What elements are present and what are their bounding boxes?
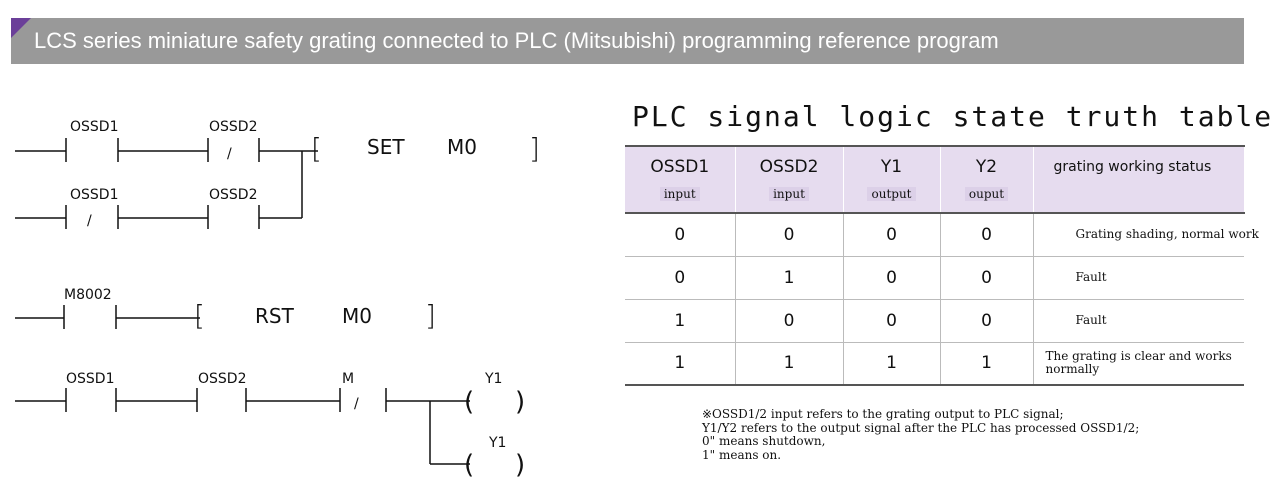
nc-contact-slash: / bbox=[354, 396, 359, 412]
footnote-line: 1" means on. bbox=[702, 447, 782, 462]
header-y2: Y2 ouput bbox=[940, 145, 1034, 214]
footnote: ※OSSD1/2 input refers to the grating out… bbox=[702, 407, 1262, 462]
contact-label-ossd1: OSSD1 bbox=[70, 119, 118, 135]
contact-label-m8002: M8002 bbox=[64, 287, 112, 303]
coil-open: ( bbox=[464, 450, 474, 480]
cell-ossd2: 0 bbox=[735, 299, 844, 343]
cell-status: The grating is clear and works normally bbox=[1033, 342, 1244, 386]
coil-label-y1: Y1 bbox=[484, 371, 502, 387]
coil-open: ( bbox=[464, 387, 474, 417]
contact-label-ossd2-branch: OSSD2 bbox=[209, 187, 257, 203]
table-row: 1 0 0 0 Fault bbox=[625, 299, 1244, 343]
footnote-line: 0" means shutdown, bbox=[702, 434, 826, 448]
header-status: grating working status bbox=[1033, 145, 1245, 214]
cell-ossd2: 1 bbox=[735, 256, 844, 300]
cell-ossd2: 0 bbox=[735, 213, 844, 257]
contact-label-ossd1-r3: OSSD1 bbox=[66, 371, 114, 387]
coil-close: ) bbox=[515, 387, 525, 417]
instruction-bracket-close: ] bbox=[425, 299, 436, 332]
cell-y1: 0 bbox=[843, 256, 941, 300]
contact-label-ossd1-branch: OSSD1 bbox=[70, 187, 118, 203]
truth-table-title: PLC signal logic state truth table bbox=[632, 100, 1274, 133]
cell-y2: 0 bbox=[940, 299, 1034, 343]
instruction-bracket-open: [ bbox=[311, 132, 322, 165]
table-row: 0 1 0 0 Fault bbox=[625, 256, 1244, 300]
truth-table: OSSD1 input OSSD2 input Y1 output Y2 oup… bbox=[625, 145, 1259, 386]
contact-label-m: M bbox=[342, 371, 354, 387]
cell-y1: 0 bbox=[843, 213, 941, 257]
title-corner-accent bbox=[11, 18, 31, 38]
instruction-bracket-open: [ bbox=[194, 299, 205, 332]
cell-ossd1: 1 bbox=[625, 299, 736, 343]
cell-ossd2: 1 bbox=[735, 342, 844, 386]
title-bar: LCS series miniature safety grating conn… bbox=[11, 18, 1244, 64]
header-ossd2: OSSD2 input bbox=[735, 145, 844, 214]
contact-label-ossd2: OSSD2 bbox=[209, 119, 257, 135]
page-title: LCS series miniature safety grating conn… bbox=[34, 28, 999, 53]
truth-table-header-row: OSSD1 input OSSD2 input Y1 output Y2 oup… bbox=[625, 145, 1245, 214]
header-y1: Y1 output bbox=[843, 145, 941, 214]
cell-status: Fault bbox=[1033, 299, 1244, 343]
contact-label-ossd2-r3: OSSD2 bbox=[198, 371, 246, 387]
footnote-line: ※OSSD1/2 input refers to the grating out… bbox=[702, 407, 1064, 421]
cell-ossd1: 1 bbox=[625, 342, 736, 386]
cell-ossd1: 0 bbox=[625, 256, 736, 300]
cell-y2: 0 bbox=[940, 213, 1034, 257]
ladder-diagram: OSSD1 OSSD2 / [ SET M0 ] OSSD1 / OSSD2 M… bbox=[15, 119, 540, 480]
coil-label-y1-second: Y1 bbox=[488, 435, 506, 451]
instruction-bracket-close: ] bbox=[529, 132, 540, 165]
cell-status: Grating shading, normal work bbox=[1033, 213, 1259, 257]
nc-contact-slash: / bbox=[87, 213, 92, 229]
nc-contact-slash: / bbox=[227, 146, 232, 162]
cell-y1: 0 bbox=[843, 299, 941, 343]
cell-status: Fault bbox=[1033, 256, 1244, 300]
table-row: 0 0 0 0 Grating shading, normal work bbox=[625, 213, 1259, 257]
cell-ossd1: 0 bbox=[625, 213, 736, 257]
table-row: 1 1 1 1 The grating is clear and works n… bbox=[625, 342, 1244, 386]
coil-close: ) bbox=[515, 450, 525, 480]
operand-m0: M0 bbox=[342, 304, 372, 328]
header-ossd1: OSSD1 input bbox=[625, 145, 736, 214]
cell-y1: 1 bbox=[843, 342, 941, 386]
operand-m0: M0 bbox=[447, 135, 477, 159]
cell-y2: 1 bbox=[940, 342, 1034, 386]
instruction-set: SET bbox=[367, 135, 405, 159]
footnote-line: Y1/Y2 refers to the output signal after … bbox=[702, 420, 1140, 435]
cell-y2: 0 bbox=[940, 256, 1034, 300]
instruction-rst: RST bbox=[255, 304, 295, 328]
